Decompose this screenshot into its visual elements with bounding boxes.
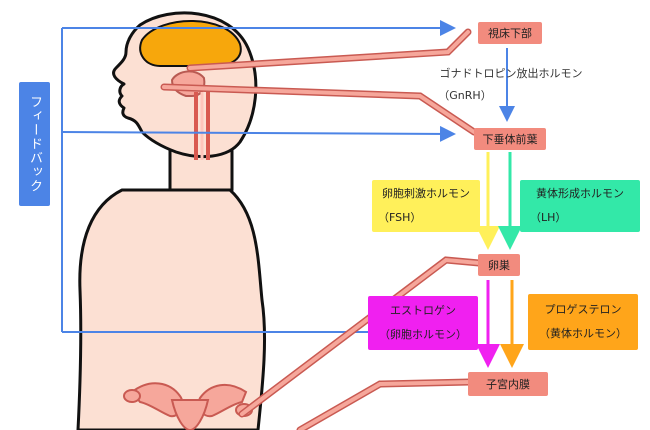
endometrium-box: 子宮内膜 bbox=[468, 372, 548, 396]
feedback-label: フィードバック bbox=[19, 82, 50, 206]
estrogen-label-line1: エストロゲン bbox=[390, 304, 456, 317]
lh-label-line1: 黄体形成ホルモン bbox=[536, 187, 624, 200]
lh-box: 黄体形成ホルモン （LH） bbox=[520, 180, 640, 232]
gnrh-label-line2: （GnRH） bbox=[438, 89, 492, 102]
progesterone-label-line1: プロゲステロン bbox=[544, 303, 622, 316]
gnrh-label-line1: ゴナドトロピン放出ホルモン bbox=[439, 67, 583, 80]
hypothalamus-box: 視床下部 bbox=[478, 22, 542, 44]
estrogen-box: エストロゲン （卵胞ホルモン） bbox=[368, 296, 478, 350]
progesterone-label-line2: （黄体ホルモン） bbox=[539, 327, 627, 340]
fsh-label-line1: 卵胞刺激ホルモン bbox=[382, 187, 470, 200]
fsh-label-line2: （FSH） bbox=[378, 211, 422, 224]
lh-label-line2: （LH） bbox=[530, 211, 567, 224]
fsh-box: 卵胞刺激ホルモン （FSH） bbox=[372, 180, 480, 232]
body-silhouette bbox=[76, 11, 267, 430]
ovary-box: 卵巣 bbox=[478, 254, 520, 276]
pituitary-box: 下垂体前葉 bbox=[474, 128, 546, 150]
estrogen-label-line2: （卵胞ホルモン） bbox=[379, 328, 467, 341]
progesterone-box: プロゲステロン （黄体ホルモン） bbox=[528, 294, 638, 350]
organ-connectors bbox=[160, 28, 494, 430]
brain bbox=[139, 20, 242, 67]
